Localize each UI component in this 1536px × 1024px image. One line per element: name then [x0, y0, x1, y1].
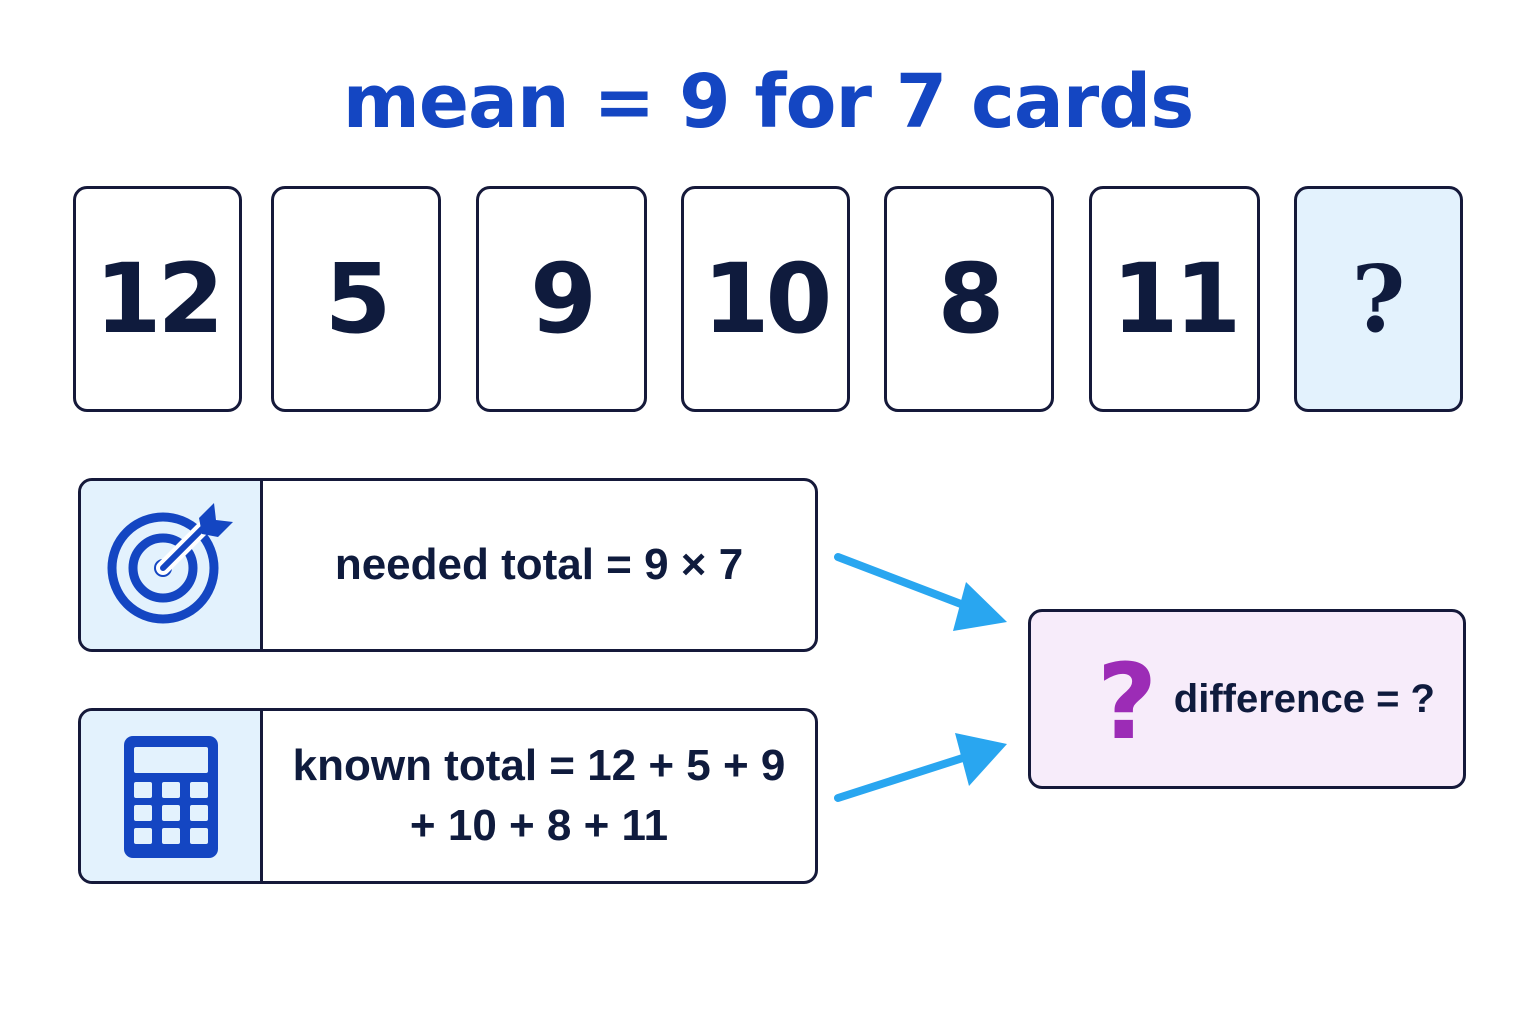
target-icon: [107, 503, 233, 624]
arrow-known-to-difference: [834, 733, 1007, 802]
unknown-card: ?: [1294, 186, 1463, 412]
needed-total-text: needed total = 9 × 7: [334, 540, 744, 589]
needed-total-icon-cell: [81, 481, 263, 649]
known-total-box: known total = 12 + 5 + 9 + 10 + 8 + 11: [78, 708, 818, 884]
calculator-icon: [123, 736, 218, 858]
arrow-needed-to-difference: [834, 553, 1007, 631]
page-title: mean = 9 for 7 cards: [342, 59, 1195, 145]
difference-text: difference = ?: [1173, 676, 1435, 721]
number-card-4: 10: [681, 186, 850, 412]
known-total-icon-cell: [81, 711, 263, 881]
number-card-1: 12: [73, 186, 242, 412]
difference-box: ? difference = ?: [1028, 609, 1466, 789]
needed-total-box: needed total = 9 × 7: [78, 478, 818, 652]
number-card-3: 9: [476, 186, 647, 412]
number-card-6: 11: [1089, 186, 1260, 412]
known-total-text: known total = 12 + 5 + 9 + 10 + 8 + 11: [292, 741, 786, 850]
number-card-2: 5: [271, 186, 441, 412]
question-mark-icon: ?: [1096, 641, 1158, 763]
number-card-5: 8: [884, 186, 1054, 412]
